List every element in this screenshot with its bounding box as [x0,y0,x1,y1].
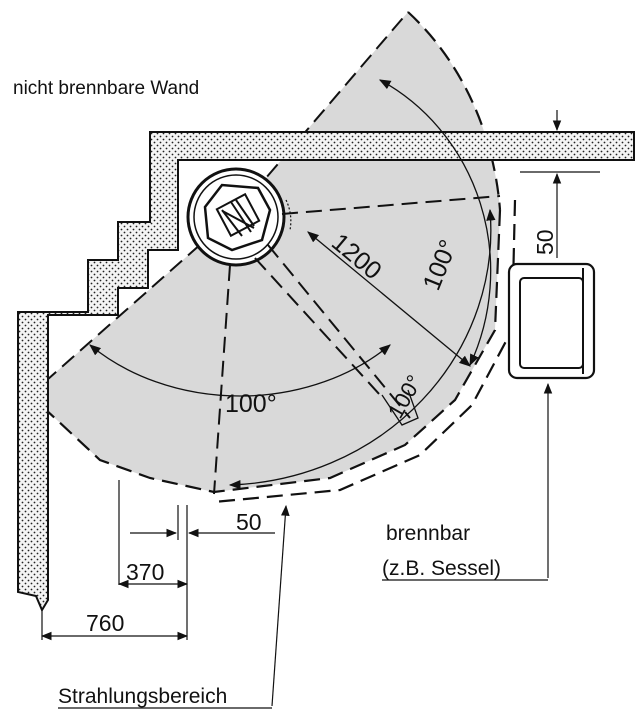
armchair [507,262,596,380]
angle-left-label: 100° [225,390,277,418]
combustible-label: brennbar [386,522,470,545]
non-combustible-wall [17,131,635,613]
ray-down [213,264,231,495]
angle-arc-right [228,208,496,490]
leader-radiation-zone [271,504,290,707]
radiation-zone-label: Strahlungsbereich [58,685,227,708]
radius-dimension-line [307,231,471,367]
offset-760-label: 760 [86,610,124,636]
gap-top-label: 50 [532,229,558,255]
zone-top-edge [235,11,409,214]
angle-bracket [381,389,419,426]
combustible-example: (z.B. Sessel) [382,557,501,580]
zone-left-edge [29,212,237,396]
gap-bottom-label: 50 [236,509,262,535]
offset-370-label: 370 [126,559,164,585]
wall-note: nicht brennbare Wand [13,78,199,99]
